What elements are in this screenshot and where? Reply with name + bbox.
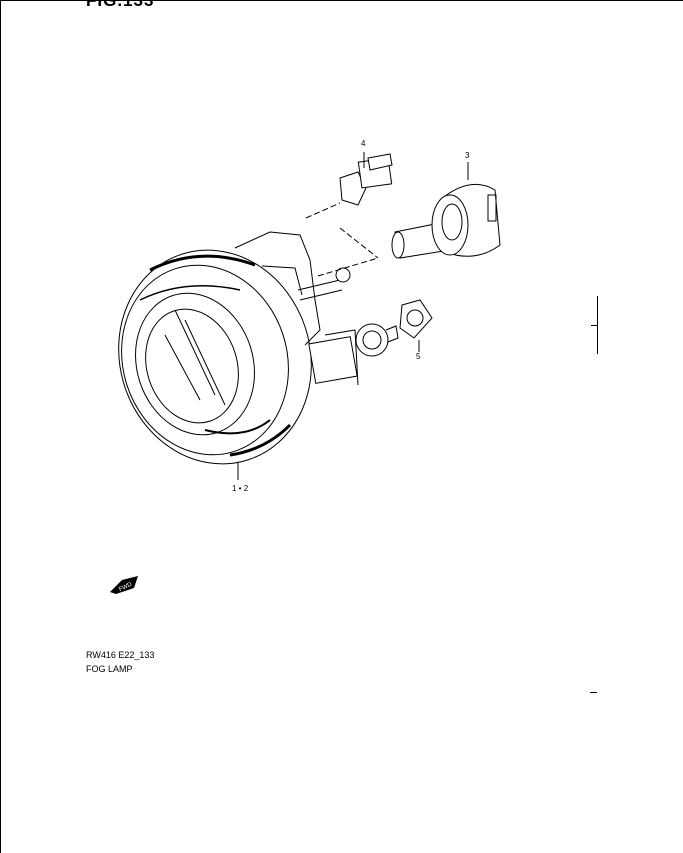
margin-tick-bottom — [590, 692, 597, 693]
lamp-inner-rim — [121, 264, 289, 456]
bulb-5 — [399, 299, 433, 339]
bulb-h11 — [391, 183, 501, 259]
callout-4: 4 — [361, 139, 366, 148]
callout-5: 5 — [416, 352, 421, 361]
diagram-name: FOG LAMP — [86, 664, 133, 674]
margin-tick-short — [591, 325, 598, 326]
fwd-arrow-icon: FWD — [110, 576, 138, 594]
lamp-outer-rim — [118, 249, 312, 465]
diagram-code: RW416 E22_133 — [86, 650, 155, 660]
figure-title: FIG.133 — [86, 0, 155, 10]
socket-gear — [355, 323, 389, 357]
callout-1-2: 1 • 2 — [232, 484, 249, 493]
svg-text:FWD: FWD — [118, 582, 134, 593]
connector-4 — [339, 153, 393, 206]
page-border-top — [0, 0, 683, 1]
callout-3: 3 — [465, 151, 470, 160]
page-border-left — [0, 0, 1, 853]
mounting-bracket — [308, 336, 358, 384]
